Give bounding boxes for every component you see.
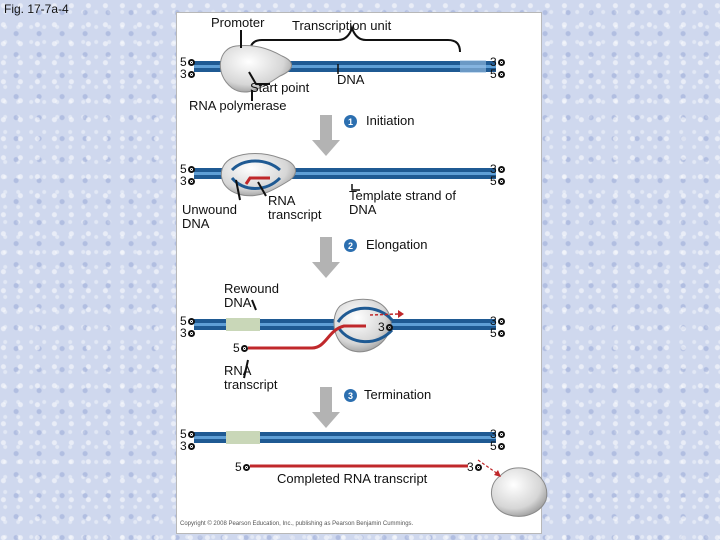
step-2-label: Elongation: [366, 237, 428, 252]
template-strand-label: Template strand of DNA: [349, 188, 456, 218]
stage3-five-prime-left: 5: [180, 314, 195, 328]
stage1-five-prime-right: 5: [490, 67, 505, 81]
stage4-rna-three-prime: 3: [467, 460, 482, 474]
step-arrow-3: [312, 387, 340, 428]
transcription-unit-label: Transcription unit: [292, 18, 392, 33]
step-3-badge: 3: [344, 389, 357, 402]
stage3-five-prime-right: 5: [490, 326, 505, 340]
unwound-dna-label: Unwound DNA: [182, 202, 237, 232]
stage4-five-prime-left: 5: [180, 427, 195, 441]
step-arrow-2: [312, 237, 340, 278]
stage1-five-prime-left: 5: [180, 55, 195, 69]
stage2-five-prime-left: 5: [180, 162, 195, 176]
copyright-notice: Copyright © 2008 Pearson Education, Inc.…: [180, 521, 414, 527]
stage2-five-prime-right: 5: [490, 174, 505, 188]
released-polymerase: [491, 467, 548, 517]
rna-transcript-label: RNA transcript: [268, 193, 322, 223]
stage1-three-prime-left: 3: [180, 67, 195, 81]
step-1-label: Initiation: [366, 113, 415, 128]
elongation-bubble-top: [336, 306, 394, 323]
step-1-badge: 1: [344, 115, 357, 128]
promoter-label: Promoter: [211, 15, 265, 30]
stage4-dna: [194, 431, 496, 444]
step-3-label: Termination: [364, 387, 432, 402]
figure-label: Fig. 17-7a-4: [4, 2, 69, 16]
rna-transcript-stage3: [248, 324, 366, 350]
stage3-rna-five-prime: 5: [233, 341, 248, 355]
stage4-three-prime-right: 3: [490, 427, 505, 441]
transcription-unit-bracket: [249, 24, 461, 53]
dna-label: DNA: [337, 72, 365, 87]
stage3-three-prime-right: 3: [490, 314, 505, 328]
rewound-dna-label: Rewound DNA: [224, 281, 279, 311]
completed-rna-label: Completed RNA transcript: [277, 471, 428, 486]
stage3-three-prime-left: 3: [180, 326, 195, 340]
figure-panel: [176, 12, 542, 534]
elongation-bubble-bottom: [336, 326, 394, 344]
stage1-three-prime-right: 3: [490, 55, 505, 69]
step-arrow-1: [312, 115, 340, 156]
rna-transcript-label-2: RNA transcript: [224, 363, 278, 393]
start-point-label: Start point: [250, 80, 310, 95]
stage2-three-prime-left: 3: [180, 174, 195, 188]
stage4-three-prime-left: 3: [180, 439, 195, 453]
unwound-bubble-top: [230, 159, 281, 172]
terminator-region: [460, 60, 486, 73]
step-2-badge: 2: [344, 239, 357, 252]
rna-polymerase-stage1: [219, 45, 292, 93]
stage4-five-prime-right: 5: [490, 439, 505, 453]
stage3-rna-three-prime: 3: [378, 320, 393, 334]
rna-transcript-stage2: [244, 176, 270, 185]
rna-polymerase-label: RNA polymerase: [189, 98, 287, 113]
stage4-rna-five-prime: 5: [235, 460, 250, 474]
stage2-three-prime-right: 3: [490, 162, 505, 176]
